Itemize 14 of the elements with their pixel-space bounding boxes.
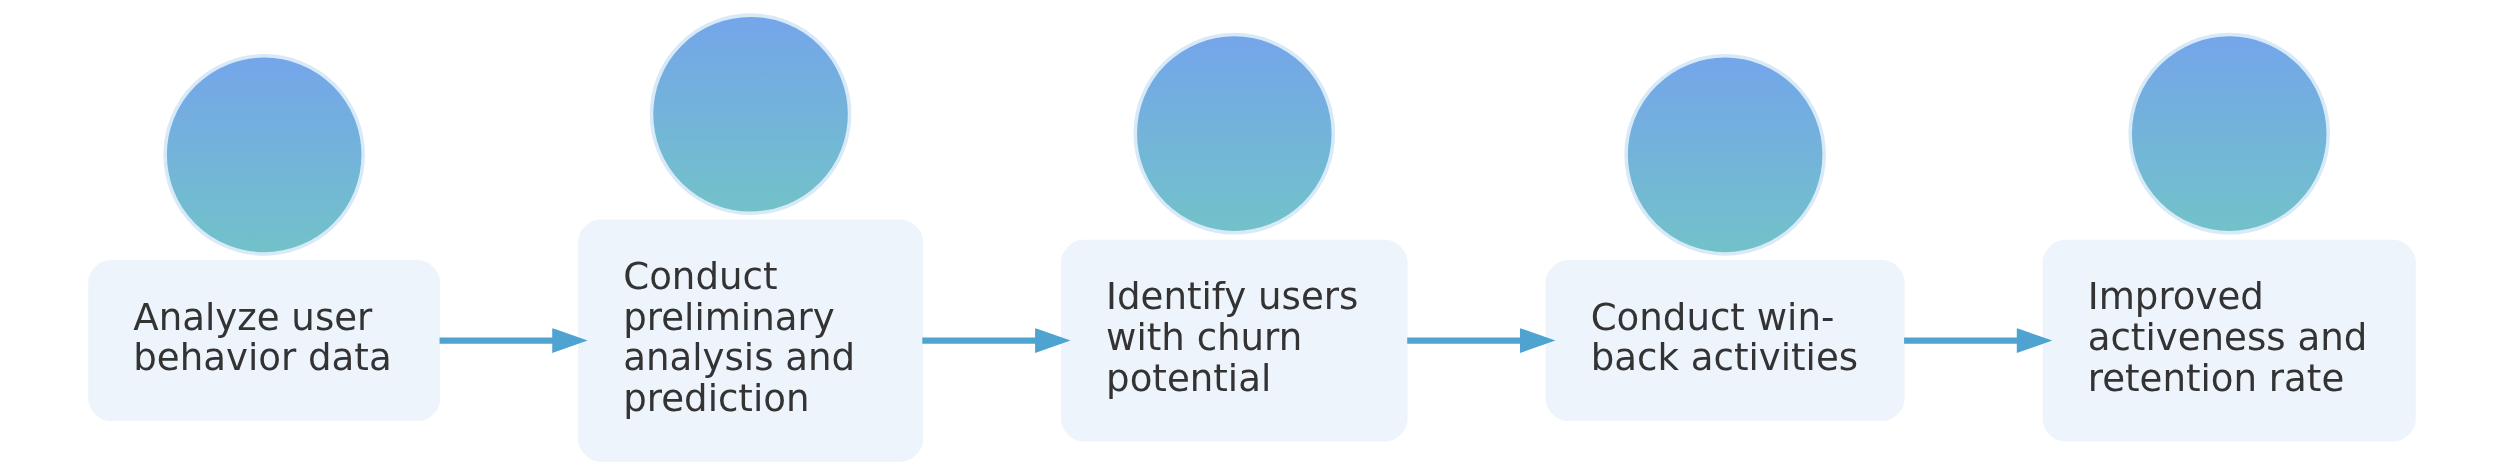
arrow <box>439 328 588 353</box>
node-box: Identify users with churn potential <box>1060 239 1408 442</box>
node-box: Conduct win-back activities <box>1545 260 1905 422</box>
node-circle <box>1623 54 1826 256</box>
arrow <box>1406 328 1555 353</box>
node-circle <box>649 13 851 215</box>
node-box: Improved activeness and retention rate <box>2042 239 2416 442</box>
arrow <box>1903 328 2052 353</box>
node-box: Analyze user behavior data <box>87 260 440 422</box>
arrow <box>921 328 1071 353</box>
node-circle <box>1133 32 1335 235</box>
node-circle <box>2127 32 2330 235</box>
node-circle <box>162 54 365 256</box>
node-box: Conduct preliminary analysis and prediction <box>577 219 923 462</box>
